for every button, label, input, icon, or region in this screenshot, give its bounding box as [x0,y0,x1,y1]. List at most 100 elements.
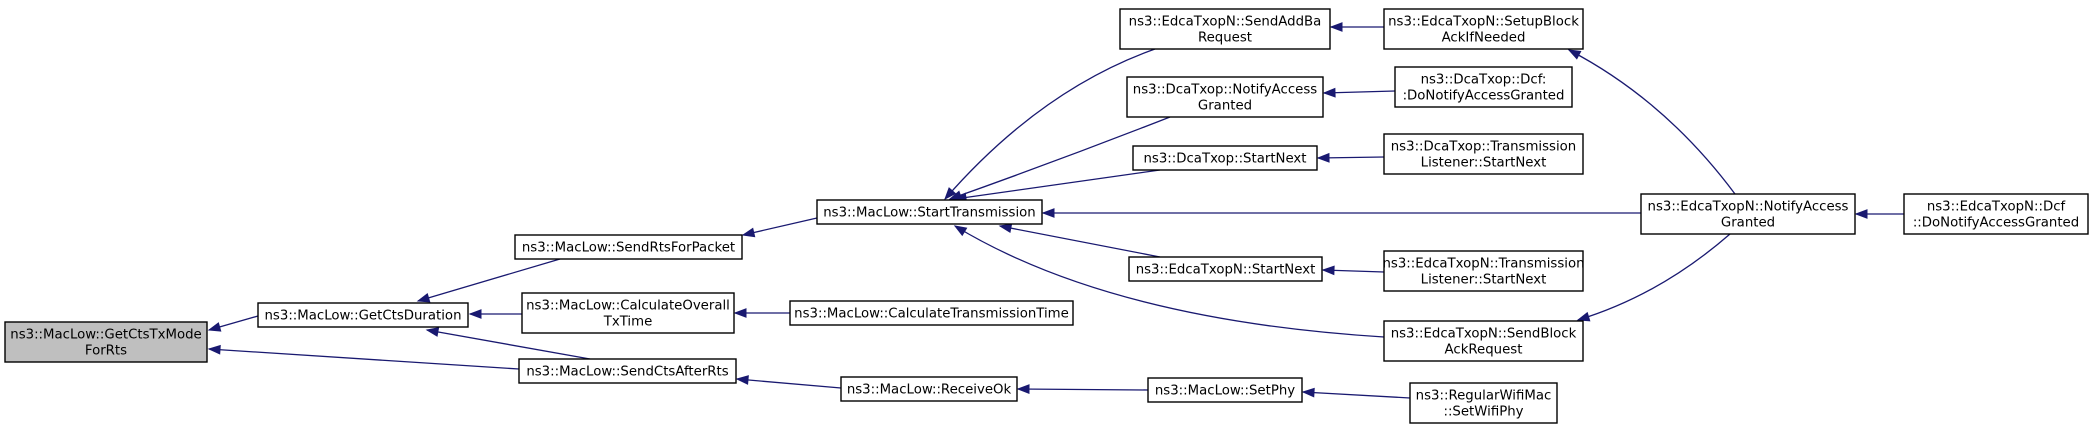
node-box [514,234,743,260]
node-box [1147,377,1303,403]
edge-arrowhead [741,227,756,238]
node-startTransmission[interactable]: ns3::MacLow::StartTransmission [816,199,1043,225]
edge-arrowhead [1016,384,1030,395]
edge-line [1577,233,1731,321]
edge-sendRtsForPacket-to-getCtsDuration [416,258,561,303]
node-label: AckIfNeeded [1442,31,1526,46]
node-label: Granted [1198,99,1252,114]
node-edcaStartNext[interactable]: ns3::EdcaTxopN::StartNext [1128,256,1323,282]
node-box [1383,133,1584,175]
edge-arrowhead [1567,49,1582,60]
edge-line [1302,391,1411,399]
edge-arrowhead [1322,87,1336,98]
node-dcaNotifyAccessGranted[interactable]: ns3::DcaTxop::NotifyAccessGranted [1126,76,1324,118]
edge-line [944,48,1156,200]
node-edcaNotifyAccessGranted[interactable]: ns3::EdcaTxopN::NotifyAccessGranted [1640,193,1856,235]
node-sendRtsForPacket[interactable]: ns3::MacLow::SendRtsForPacket [514,234,743,260]
node-edcaDcfDoNotifyAccessGranted[interactable]: ns3::EdcaTxopN::Dcf::DoNotifyAccessGrant… [1903,193,2089,235]
edge-line [1323,90,1396,94]
node-box [1383,250,1584,292]
node-label: ns3::MacLow::SendRtsForPacket [522,241,735,256]
node-box [518,358,737,384]
node-getCtsDuration[interactable]: ns3::MacLow::GetCtsDuration [257,302,469,328]
node-setPhy[interactable]: ns3::MacLow::SetPhy [1147,377,1303,403]
node-label: ns3::DcaTxop::Transmission [1391,140,1577,155]
edge-startTransmission-to-sendRtsForPacket [741,217,818,238]
node-label: ns3::EdcaTxopN::NotifyAccess [1648,200,1849,215]
edge-edcaNotifyAccessGranted-to-startTransmission [1041,208,1641,218]
edge-line [208,348,520,370]
node-label: ns3::MacLow::GetCtsTxMode [10,328,201,343]
edge-regularWifiMacSetWifiPhy-to-setPhy [1301,387,1411,399]
edge-arrowhead [1041,208,1055,218]
node-box [1640,193,1856,235]
edge-setPhy-to-receiveOk [1016,384,1149,395]
edge-line [949,116,1171,200]
node-box [1126,76,1324,118]
node-box [840,376,1018,402]
node-receiveOk[interactable]: ns3::MacLow::ReceiveOk [840,376,1018,402]
edge-line [954,169,1161,200]
edge-arrowhead [1576,311,1591,322]
node-label: ::SetWifiPhy [1443,405,1523,420]
edge-edcaNotifyAccessGranted-to-edcaSetupBlockAckIfNeeded [1567,49,1736,195]
node-label: ns3::DcaTxop::StartNext [1143,152,1306,167]
edge-arrowhead [1321,265,1335,276]
node-label: ns3::DcaTxop::Dcf: [1421,73,1547,88]
edge-edcaTransmissionListenerStartNext-to-edcaStartNext [1321,265,1385,276]
node-box [1128,256,1323,282]
edge-line [1017,388,1149,391]
node-label: TxTime [603,315,653,330]
edge-line [999,225,1161,258]
edge-arrowhead [416,293,431,303]
node-label: Request [1198,31,1252,46]
node-label: ns3::DcaTxop::NotifyAccess [1133,83,1317,98]
edge-edcaNotifyAccessGranted-to-edcaSendBlockAckRequest [1576,233,1731,322]
edge-arrowhead [1854,209,1868,219]
edge-arrowhead [735,375,749,385]
edge-line [736,378,842,389]
node-dcaStartNext[interactable]: ns3::DcaTxop::StartNext [1132,145,1318,171]
node-regularWifiMacSetWifiPhy[interactable]: ns3::RegularWifiMac::SetWifiPhy [1409,382,1558,424]
node-label: ns3::MacLow::ReceiveOk [847,383,1012,398]
edge-arrowhead [207,322,222,332]
node-label: ns3::EdcaTxopN::SendBlock [1391,327,1577,342]
node-label: Granted [1721,216,1775,231]
node-label: Listener::StartNext [1421,156,1547,171]
node-label: ns3::RegularWifiMac [1416,389,1552,404]
node-box [4,321,208,363]
node-calculateTransmissionTime[interactable]: ns3::MacLow::CalculateTransmissionTime [789,300,1074,326]
node-box [1383,320,1584,362]
node-label: ns3::MacLow::CalculateTransmissionTime [794,307,1069,322]
node-label: Listener::StartNext [1421,273,1547,288]
edge-arrowhead [468,309,482,319]
edge-sendCtsAfterRts-to-getCtsDuration [425,327,591,360]
node-box [1394,66,1573,108]
node-label: ns3::EdcaTxopN::Transmission [1382,257,1584,272]
node-dcaTransmissionListenerStartNext[interactable]: ns3::DcaTxop::TransmissionListener::Star… [1383,133,1584,175]
node-box [1119,8,1331,50]
node-label: ::DoNotifyAccessGranted [1913,216,2079,231]
edge-edcaSendBlockAckRequest-to-startTransmission [953,225,1385,338]
edge-line [1568,49,1736,195]
node-label: ForRts [85,344,127,359]
node-edcaTransmissionListenerStartNext[interactable]: ns3::EdcaTxopN::TransmissionListener::St… [1382,250,1585,292]
edge-arrowhead [733,308,747,318]
node-dcaDcfDoNotifyAccessGranted[interactable]: ns3::DcaTxop::Dcf::DoNotifyAccessGranted [1394,66,1573,108]
edge-line [417,258,561,302]
node-sendCtsAfterRts[interactable]: ns3::MacLow::SendCtsAfterRts [518,358,737,384]
edge-calculateOverallTxTime-to-getCtsDuration [468,309,522,319]
node-label: ns3::MacLow::CalculateOverall [526,299,730,314]
edge-arrowhead [944,187,957,201]
node-label: ns3::EdcaTxopN::SendAddBa [1129,15,1322,30]
edge-line [426,329,591,360]
edge-arrowhead [1301,387,1315,398]
node-label: ns3::EdcaTxopN::Dcf [1927,200,2066,215]
node-box [1903,193,2089,235]
